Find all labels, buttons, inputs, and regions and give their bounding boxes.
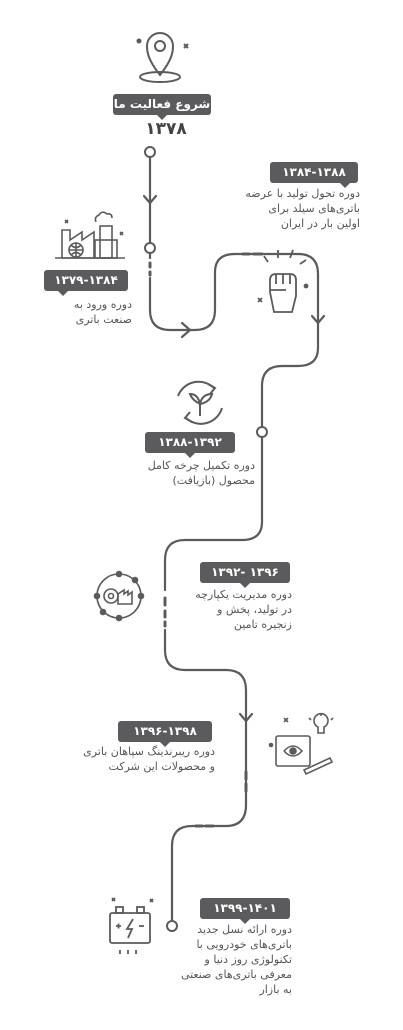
stage-description: دوره تکمیل چرخه کامل محصول (بازیافت)	[125, 458, 255, 488]
stage-period: ۱۳۹۲- ۱۳۹۶	[211, 565, 279, 579]
stage-description-line: تکنولوژی روز دنیا و	[204, 953, 292, 966]
timeline-node	[144, 146, 156, 158]
stage-description-line: و محصولات این شرکت	[108, 760, 215, 773]
start-label: شروع فعالیت ما	[113, 97, 211, 111]
timeline-node	[166, 920, 178, 932]
stage-description-line: دوره ورود به	[73, 298, 132, 311]
stage-description-line: محصول (بازیافت)	[172, 474, 255, 487]
stage-badge: ۱۳۹۹-۱۴۰۱	[200, 898, 290, 924]
stage-description: دوره مدیریت یکپارچه در تولید، پخش و زنجی…	[180, 587, 292, 632]
stage-description-line: باتری‌های سیلد برای	[268, 202, 360, 215]
raised-fist-icon	[257, 249, 309, 313]
timeline-node	[256, 426, 268, 438]
stage-description-line: صنعت باتری	[75, 313, 132, 326]
stage-description-line: به بازار	[259, 983, 292, 996]
stage-description: دوره ارائه نسل جدید باتری‌های خودرویی با…	[178, 922, 292, 997]
stage-description-line: دوره ارائه نسل جدید	[197, 923, 292, 936]
stage-description-line: معرفی باتری‌های صنعتی	[180, 968, 292, 981]
factory-icon	[55, 211, 125, 259]
gear-network-icon	[93, 570, 145, 622]
design-idea-icon	[268, 712, 334, 776]
stage-badge: ۱۳۹۶-۱۳۹۸	[118, 721, 212, 747]
start-badge: شروع فعالیت ما	[113, 94, 211, 120]
timeline-node	[144, 242, 156, 254]
stage-description-line: دوره تکمیل چرخه کامل	[147, 459, 255, 472]
stage-badge: ۱۳۹۲- ۱۳۹۶	[200, 562, 290, 588]
stage-period: ۱۳۹۹-۱۴۰۱	[213, 901, 277, 915]
start-year: ۱۳۷۸	[145, 119, 187, 139]
stage-description-line: در تولید، پخش و	[217, 603, 292, 616]
stage-period: ۱۳۷۹-۱۳۸۴	[54, 273, 118, 287]
stage-badge: ۱۳۷۹-۱۳۸۴	[44, 270, 128, 296]
stage-description-line: اولین بار در ایران	[280, 217, 360, 230]
battery-icon	[109, 897, 154, 954]
stage-description: دوره ریبرندینگ سپاهان باتری و محصولات ای…	[75, 744, 215, 774]
stage-badge: ۱۳۸۴-۱۳۸۸	[270, 162, 358, 188]
recycle-leaf-icon	[177, 380, 223, 425]
stage-description-line: دوره تحول تولید با عرضه	[245, 187, 360, 200]
location-pin-icon	[136, 32, 189, 83]
stage-description: دوره ورود به صنعت باتری	[40, 297, 132, 327]
stage-description-line: دوره ریبرندینگ سپاهان باتری	[83, 745, 215, 758]
stage-period: ۱۳۸۴-۱۳۸۸	[282, 165, 346, 179]
stage-description-line: دوره مدیریت یکپارچه	[195, 588, 292, 601]
stage-badge: ۱۳۸۸-۱۳۹۲	[145, 432, 235, 458]
stage-period: ۱۳۹۶-۱۳۹۸	[133, 724, 197, 738]
stage-description-line: باتری‌های خودرویی با	[196, 938, 292, 951]
stage-description: دوره تحول تولید با عرضه باتری‌های سیلد ب…	[225, 186, 360, 231]
stage-period: ۱۳۸۸-۱۳۹۲	[158, 435, 222, 449]
stage-description-line: زنجیره تامین	[233, 618, 292, 631]
